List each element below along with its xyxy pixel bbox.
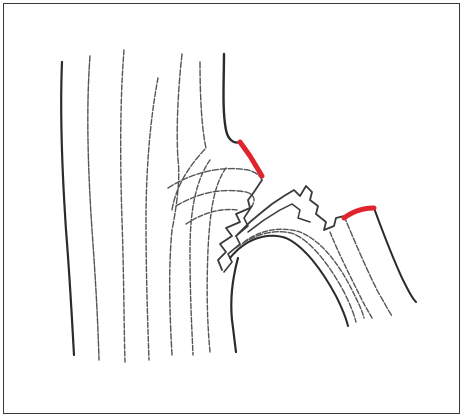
trunk-grain-line (88, 56, 99, 360)
branch-grain-line (330, 232, 372, 318)
branch-underside-arch (230, 236, 348, 326)
wound-highlight-branch (344, 208, 374, 218)
branch-grain-line (236, 232, 356, 322)
collar-grain-line (170, 54, 182, 355)
collar-grain-line (207, 168, 226, 352)
trunk-inner-edge (231, 258, 238, 352)
branch-grain-line (244, 229, 364, 318)
wound-highlight-collar (240, 142, 262, 176)
trunk-grain-line (146, 78, 158, 360)
trunk-right-edge (224, 54, 241, 143)
trunk-grain-line (121, 50, 125, 362)
trunk-left-edge (61, 62, 74, 355)
branch-grain-line (344, 216, 392, 316)
branch-broken-top-edge (248, 204, 310, 232)
collar-sweep-line (168, 169, 262, 188)
collar-sweep-line (186, 210, 238, 224)
torn-bark-jagged-edge (218, 180, 262, 270)
branch-outer-edge (374, 208, 416, 302)
collar-grain-line (190, 160, 210, 355)
